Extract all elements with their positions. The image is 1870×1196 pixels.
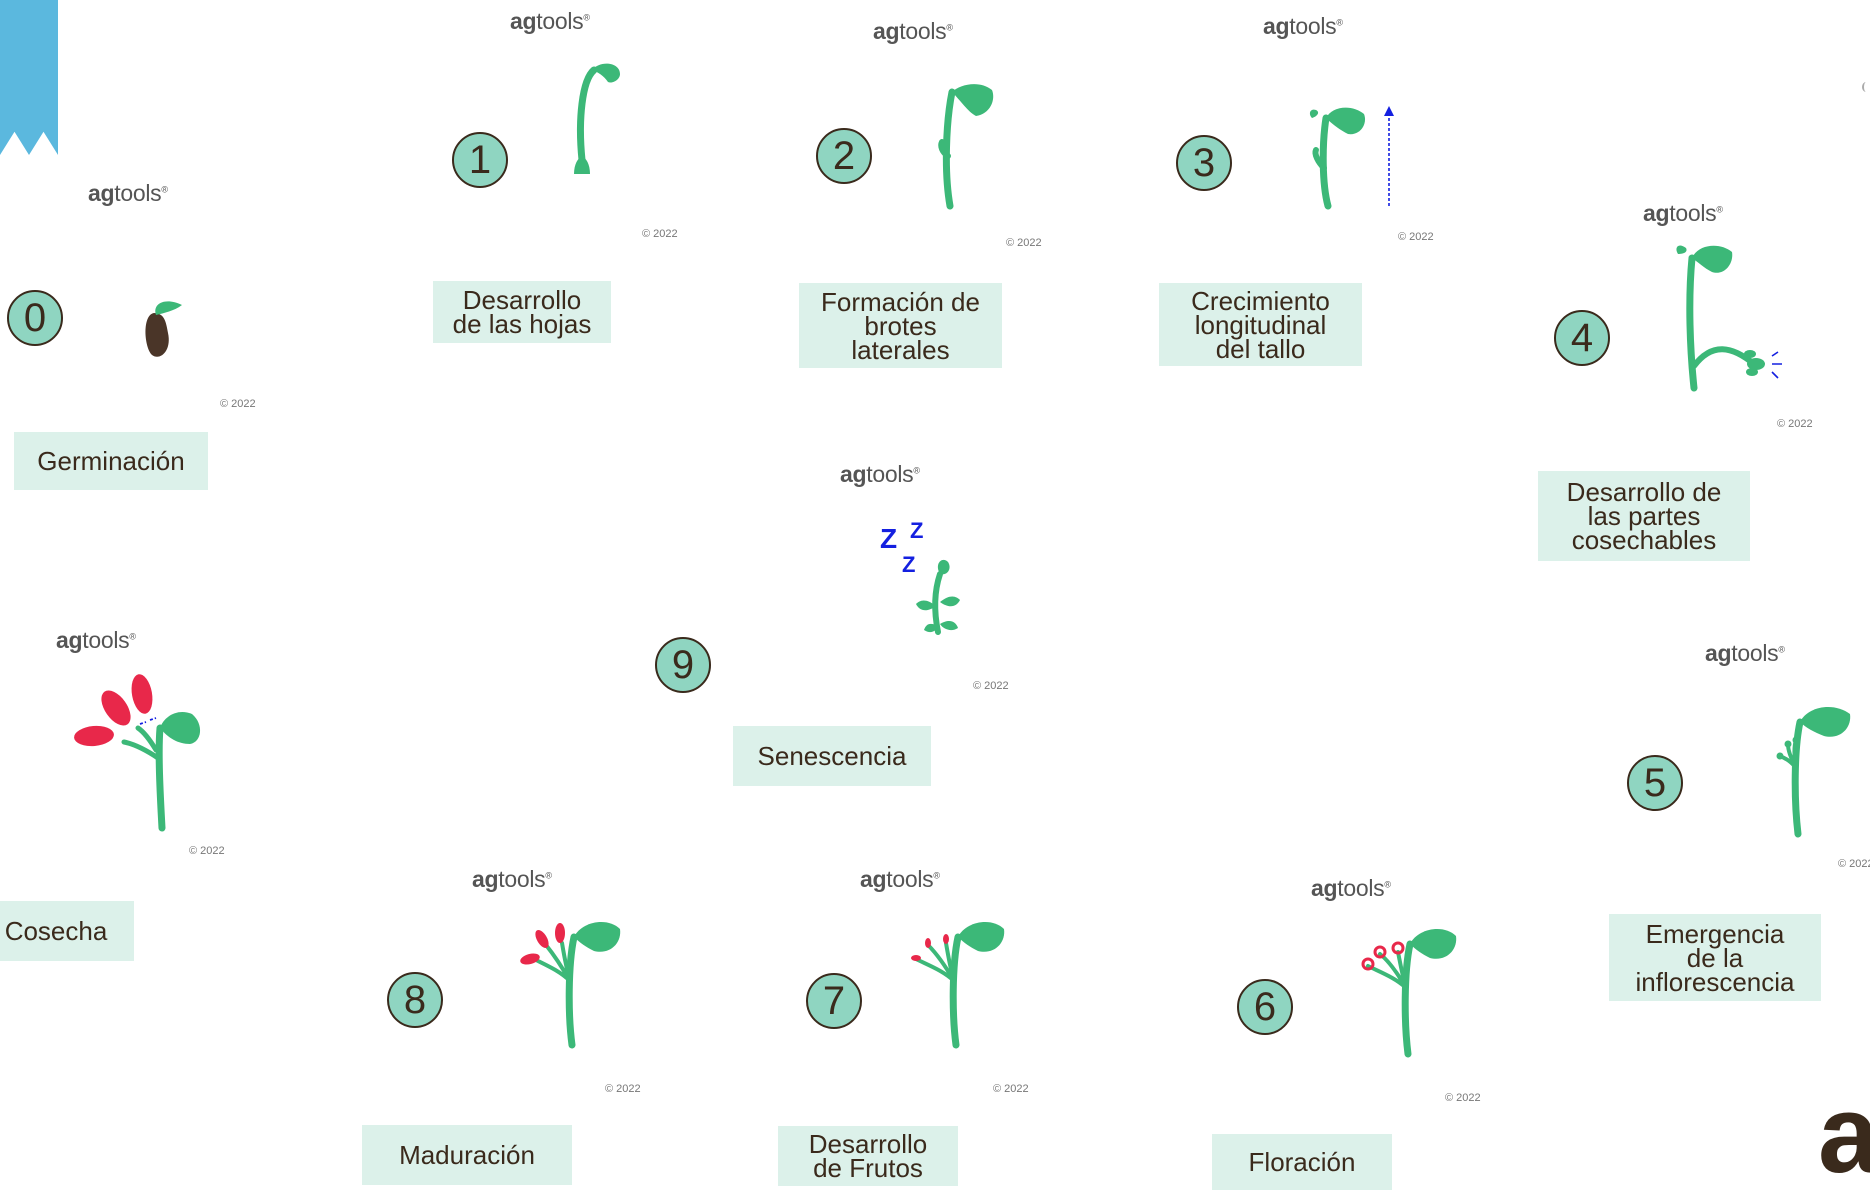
stage-number-1: 1 [452,132,508,188]
stage-label-3: Crecimiento longitudinal del tallo [1159,283,1362,366]
svg-text:Z: Z [910,518,923,543]
stage-label-0: Germinación [14,432,208,490]
corner-letter: a [1818,1080,1870,1190]
fruiting-plant-icon [906,915,1006,1049]
harvest-plant-icon [74,672,208,832]
stage-number-4: 4 [1554,310,1610,366]
stage-number-5: 5 [1627,755,1683,811]
copyright-text: © 2022 [1445,1092,1481,1104]
brand-logo: agtools® [1263,13,1343,40]
brand-logo: agtools® [1311,875,1391,902]
inflorescence-plant-icon [1770,700,1860,840]
flowering-plant-icon [1356,922,1460,1058]
copyright-text: © 2022 [993,1083,1029,1095]
brand-logo: agtools® [873,18,953,45]
stage-label-7: Desarrollo de Frutos [778,1126,958,1186]
brand-logo: agtools® [472,866,552,893]
sprout-icon [930,82,1000,212]
copyright-text: © 2022 [220,398,256,410]
stage-label-6: Floración [1212,1134,1392,1190]
stage-label-8: Maduración [362,1125,572,1185]
copyright-text: © 2022 [1838,858,1870,870]
stage-label-4: Desarrollo de las partes cosechables [1538,471,1750,561]
copyright-text: © 2022 [973,680,1009,692]
branching-plant-icon [1672,240,1792,395]
seedling-icon [560,60,630,180]
growth-arrow-icon [1382,106,1396,208]
stage-label-1: Desarrollo de las hojas [433,281,611,343]
stage-number-2: 2 [816,128,872,184]
seed-icon [138,295,188,365]
edge-mark [1862,82,1870,92]
stage-number-8: 8 [387,972,443,1028]
stage-label-9: Senescencia [733,726,931,786]
brand-logo: agtools® [860,866,940,893]
growing-stem-icon [1308,104,1378,214]
copyright-text: © 2022 [1398,231,1434,243]
brand-logo: agtools® [1705,640,1785,667]
copyright-text: © 2022 [642,228,678,240]
brand-logo: agtools® [510,8,590,35]
brand-logo: agtools® [1643,200,1723,227]
bookmark-ribbon [0,0,58,155]
stage-number-6: 6 [1237,979,1293,1035]
brand-logo: agtools® [56,627,136,654]
stage-number-7: 7 [806,973,862,1029]
ripening-plant-icon [516,915,620,1049]
brand-logo: agtools® [88,180,168,207]
copyright-text: © 2022 [1777,418,1813,430]
stage-number-9: 9 [655,637,711,693]
stage-number-0: 0 [7,290,63,346]
stage-label-5: Emergencia de la inflorescencia [1609,914,1821,1001]
stage-label-harvest: Cosecha [0,901,134,961]
copyright-text: © 2022 [605,1083,641,1095]
svg-text:Z: Z [902,552,915,577]
brand-logo: agtools® [840,461,920,488]
copyright-text: © 2022 [189,845,225,857]
stage-number-3: 3 [1176,135,1232,191]
stage-label-2: Formación de brotes laterales [799,283,1002,368]
svg-text:Z: Z [880,523,897,554]
wilting-plant-icon: Z Z Z [876,516,966,638]
copyright-text: © 2022 [1006,237,1042,249]
